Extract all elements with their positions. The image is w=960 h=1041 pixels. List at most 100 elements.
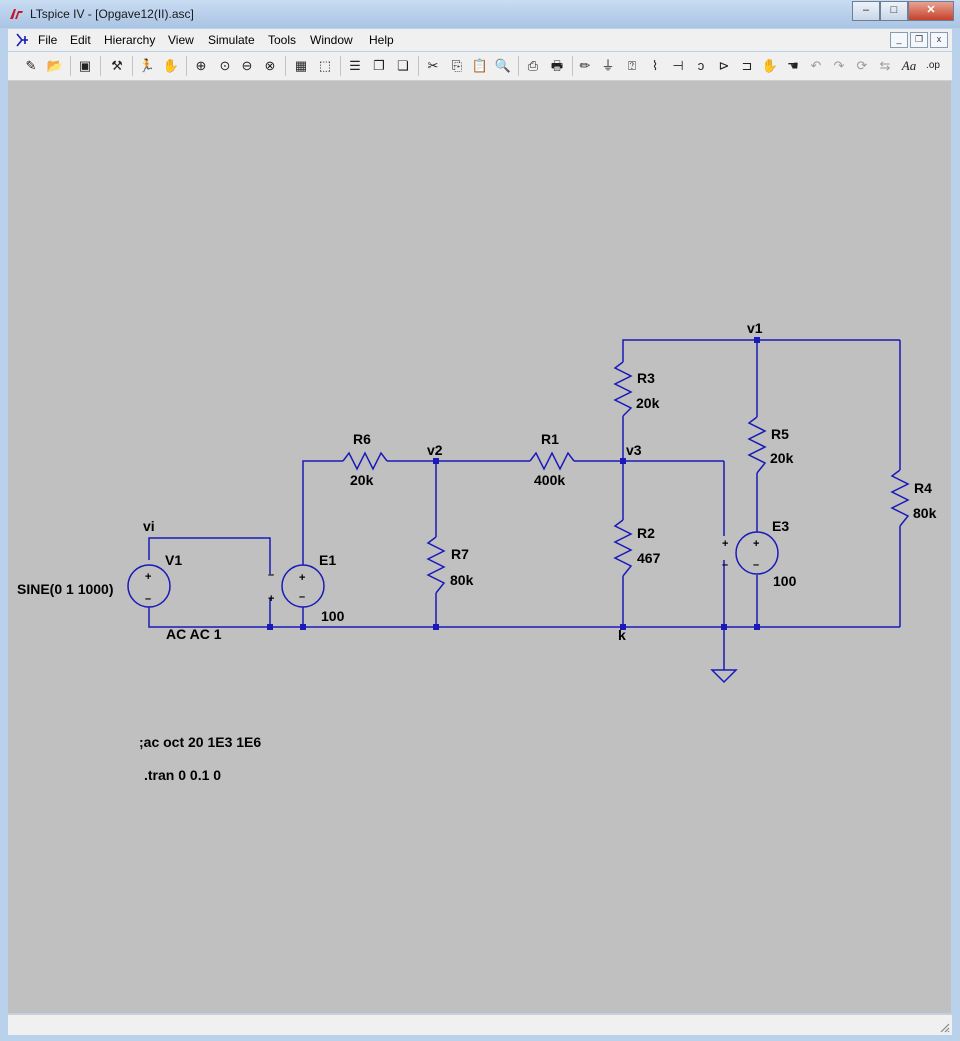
zoom-in-icon[interactable]: ⊕ (195, 58, 207, 73)
e3-in-minus-mark: – (722, 559, 728, 571)
menu-file[interactable]: File (38, 33, 58, 47)
find-icon[interactable]: 🔍 (494, 58, 512, 73)
run-icon[interactable]: 🏃 (138, 58, 156, 73)
menu-simulate[interactable]: Simulate (208, 33, 255, 47)
component-labels: R6 20k R1 400k R3 20k R5 20k R4 80k R2 4… (17, 370, 937, 642)
window-title: LTspice IV - [Opgave12(II).asc] (30, 7, 194, 21)
r2-resistor (613, 519, 633, 577)
text-icon[interactable]: Aa (901, 58, 917, 73)
schematic-canvas[interactable]: + – + – – + + – + – v1 v2 v3 vi k R6 20k… (8, 81, 951, 1013)
save-icon[interactable]: ▣ (78, 58, 92, 73)
cascade-icon[interactable]: ❐ (373, 58, 385, 73)
menu-view[interactable]: View (168, 33, 194, 47)
autorange-icon[interactable]: ▦ (294, 58, 308, 73)
ground-symbol (710, 669, 738, 684)
capacitor-icon[interactable]: ⊣ (672, 58, 684, 73)
component-icon[interactable]: ⊐ (741, 58, 753, 73)
drag-icon[interactable]: ☚ (787, 58, 799, 73)
toolbar: ✎ 📂 ▣ ⚒ 🏃 ✋ ⊕ ⊙ ⊖ ⊗ ▦ ⬚ ☰ ❐ ❏ ✂ ⎘ 📋 🔍 ⎙ … (8, 52, 952, 81)
r3-value: 20k (636, 395, 660, 411)
doc-close-button[interactable]: x (930, 32, 948, 48)
diode-icon[interactable]: ⊳ (718, 58, 730, 73)
resize-grip-icon[interactable] (938, 1021, 950, 1033)
r1-value: 400k (534, 472, 565, 488)
menu-hierarchy[interactable]: Hierarchy (104, 33, 156, 47)
draw-wire-icon[interactable]: ✏ (579, 58, 591, 73)
title-bar: LTspice IV - [Opgave12(II).asc] – □ ✕ (0, 0, 960, 28)
undo-icon[interactable]: ↶ (810, 58, 822, 73)
inductor-icon[interactable]: ↄ (697, 58, 705, 73)
print-icon[interactable]: 🖶 (550, 58, 564, 73)
resistor-symbols (342, 361, 910, 594)
net-label-v2: v2 (427, 442, 443, 458)
label-net-icon[interactable]: ⍰ (628, 58, 636, 73)
menu-window[interactable]: Window (310, 33, 353, 47)
e3-in-plus-mark: + (722, 538, 728, 550)
rotate-icon[interactable]: ⟳ (856, 58, 868, 73)
menu-edit[interactable]: Edit (70, 33, 91, 47)
e3-source (735, 531, 779, 575)
window-close-button[interactable]: ✕ (908, 1, 954, 21)
r6-name: R6 (353, 431, 371, 447)
doc-minimize-button[interactable]: _ (890, 32, 908, 48)
redo-icon[interactable]: ↷ (833, 58, 845, 73)
menu-help[interactable]: Help (369, 33, 394, 47)
e1-out-plus-mark: + (299, 572, 305, 584)
halt-icon[interactable]: ✋ (162, 58, 180, 73)
menu-bar: File Edit Hierarchy View Simulate Tools … (8, 29, 952, 51)
ac-directive: ;ac oct 20 1E3 1E6 (139, 734, 261, 750)
e1-name: E1 (319, 552, 336, 568)
menu-tools[interactable]: Tools (268, 33, 297, 47)
net-labels: v1 v2 v3 vi k (143, 320, 763, 643)
r4-value: 80k (913, 505, 937, 521)
net-label-v1: v1 (747, 320, 763, 336)
print-preview-icon[interactable]: ⎙ (527, 58, 539, 73)
spice-directive-icon[interactable]: .op (926, 60, 940, 71)
v1-plus-mark: + (145, 571, 151, 583)
r5-name: R5 (771, 426, 789, 442)
e1-in-minus-mark: – (268, 569, 274, 581)
r6-value: 20k (350, 472, 374, 488)
net-label-vi: vi (143, 518, 155, 534)
ground-icon[interactable]: ⏚ (601, 58, 615, 73)
cut-icon[interactable]: ✂ (427, 58, 439, 73)
toolbar-separator (518, 56, 519, 76)
toolbar-separator (70, 56, 71, 76)
schematic-doc-icon (16, 33, 28, 47)
e3-out-plus-mark: + (753, 538, 759, 550)
window-minimize-button[interactable]: – (852, 1, 880, 21)
v1-name: V1 (165, 552, 182, 568)
ltspice-logo-icon (10, 9, 23, 19)
mirror-icon[interactable]: ⇆ (879, 58, 891, 73)
net-label-k: k (618, 627, 626, 643)
e1-in-plus-mark: + (268, 593, 274, 605)
open-icon[interactable]: 📂 (46, 58, 64, 73)
r5-value: 20k (770, 450, 794, 466)
r1-name: R1 (541, 431, 559, 447)
window-maximize-button[interactable]: □ (880, 1, 908, 21)
zoom-pan-icon[interactable]: ⊙ (219, 58, 231, 73)
resistor-icon[interactable]: ⌇ (651, 58, 659, 73)
paste-icon[interactable]: 📋 (471, 58, 489, 73)
toolbar-separator (572, 56, 573, 76)
r4-name: R4 (914, 480, 932, 496)
toolbar-separator (186, 56, 187, 76)
v1-minus-mark: – (145, 593, 151, 605)
plot-settings-icon[interactable]: ⬚ (318, 58, 332, 73)
r2-name: R2 (637, 525, 655, 541)
control-panel-icon[interactable]: ⚒ (111, 58, 123, 73)
zoom-fit-icon[interactable]: ⊗ (264, 58, 276, 73)
tile-vertical-icon[interactable]: ❏ (397, 58, 409, 73)
v1-ac-value: AC AC 1 (166, 626, 222, 642)
new-schematic-icon[interactable]: ✎ (25, 58, 37, 73)
move-icon[interactable]: ✋ (761, 58, 779, 73)
r7-name: R7 (451, 546, 469, 562)
pin-marks: + – + – – + + – + – (145, 538, 759, 605)
zoom-out-icon[interactable]: ⊖ (241, 58, 253, 73)
copy-icon[interactable]: ⎘ (451, 58, 463, 73)
schematic-drawing: + – + – – + + – + – v1 v2 v3 vi k R6 20k… (17, 320, 937, 783)
e1-source (281, 564, 325, 608)
v1-source (127, 564, 171, 608)
doc-restore-button[interactable]: ❐ (910, 32, 928, 48)
tile-horizontal-icon[interactable]: ☰ (349, 58, 361, 73)
